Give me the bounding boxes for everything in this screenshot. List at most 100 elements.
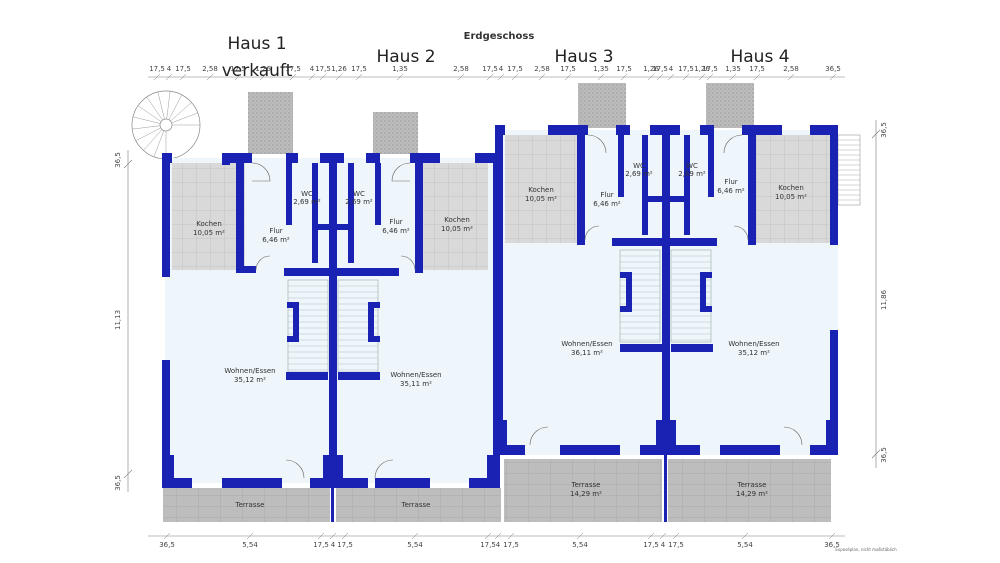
h4-wohnen-label: Wohnen/Essen xyxy=(728,340,779,348)
house-2-label: Haus 2 xyxy=(376,47,435,67)
kitchen-house-3 xyxy=(505,135,577,243)
h2-wohnen-area: 35,11 m² xyxy=(400,380,432,388)
dim-bottom-tick xyxy=(647,532,655,540)
dim-top-tick xyxy=(497,73,505,81)
dim-bottom-tick xyxy=(411,532,419,540)
h3-kochen-area: 10,05 m² xyxy=(525,195,557,203)
dim-top-label: 1,35 xyxy=(593,65,609,73)
dim-top-tick xyxy=(396,73,404,81)
dim-top-tick xyxy=(597,73,605,81)
shaft-house-4 xyxy=(706,83,754,128)
dim-left-bottom: 36,5 xyxy=(114,475,122,491)
dim-top-tick xyxy=(335,73,343,81)
kitchen-house-4 xyxy=(755,135,831,243)
spiral-step xyxy=(137,105,162,122)
h1-wohnen-area: 35,12 m² xyxy=(234,376,266,384)
h4-wc-label: WC xyxy=(686,162,698,170)
dim-top-label: 17,5 xyxy=(351,65,367,73)
spiral-step xyxy=(132,125,161,130)
dim-top-label: 17,5 xyxy=(175,65,191,73)
dim-bottom-label: 5,54 xyxy=(407,541,423,549)
h1-wc-area: 2,69 m² xyxy=(293,198,321,206)
dim-top-tick xyxy=(729,73,737,81)
shaft-house-2 xyxy=(373,112,418,154)
terrace-house-1 xyxy=(163,488,330,522)
dim-top-tick xyxy=(457,73,465,81)
h2-flur-area: 6,46 m² xyxy=(382,227,410,235)
kitchen-house-2 xyxy=(422,163,488,270)
dim-right-mid: 11,86 xyxy=(880,289,888,310)
dim-bottom-tick xyxy=(341,532,349,540)
dim-top-tick xyxy=(511,73,519,81)
house-4-label: Haus 4 xyxy=(730,47,789,67)
shaft-house-1 xyxy=(248,92,293,154)
h1-terrasse-label: Terrasse xyxy=(235,501,265,509)
spiral-step xyxy=(146,96,163,121)
plan-title: Erdgeschoss xyxy=(464,31,535,42)
dim-bottom-tick xyxy=(659,532,667,540)
h3-wc-label: WC xyxy=(633,162,645,170)
dim-top-tick xyxy=(787,73,795,81)
dim-top-label: 17,5 xyxy=(507,65,523,73)
dim-top-tick xyxy=(753,73,761,81)
dim-bottom-tick xyxy=(484,532,492,540)
dimension-left: 36,5 11,13 36,5 xyxy=(114,150,133,492)
h4-flur-label: Flur xyxy=(724,178,737,186)
dim-top-tick xyxy=(620,73,628,81)
dim-top-tick xyxy=(259,73,267,81)
h2-wc-label: WC xyxy=(353,190,365,198)
exterior-stair xyxy=(837,134,861,206)
dim-top-tick xyxy=(153,73,161,81)
spiral-stair xyxy=(131,90,201,160)
dim-top-label: 17,5 xyxy=(749,65,765,73)
dim-bottom-label: 17,5 xyxy=(503,541,519,549)
dim-bottom-label: 5,54 xyxy=(737,541,753,549)
dim-top-tick xyxy=(319,73,327,81)
house-3-label: Haus 3 xyxy=(554,47,613,67)
dim-top-label: 1,26 xyxy=(694,65,710,73)
spiral-step xyxy=(171,112,198,124)
dim-bottom-label: 17,5 xyxy=(643,541,659,549)
dim-top-tick xyxy=(564,73,572,81)
dim-bottom-label: 17,5 xyxy=(313,541,329,549)
dim-top-label: 17,5 xyxy=(560,65,576,73)
terrace-house-4 xyxy=(668,459,831,522)
dim-top-label: 17,5 xyxy=(652,65,668,73)
h1-flur-label: Flur xyxy=(269,227,282,235)
dim-top-label: 1,35 xyxy=(392,65,408,73)
spiral-step xyxy=(168,94,183,120)
dim-top-label: 4 xyxy=(167,65,172,73)
dim-bottom-tick xyxy=(246,532,254,540)
house-1-status: verkauft xyxy=(222,61,293,81)
h3-terrasse-area: 14,29 m² xyxy=(570,490,602,498)
dim-top-tick xyxy=(289,73,297,81)
h3-kochen-label: Kochen xyxy=(528,186,554,194)
house-1-label: Haus 1 xyxy=(227,34,286,54)
spiral-step xyxy=(143,129,163,151)
dim-bottom-label: 4 xyxy=(496,541,501,549)
dim-top-tick xyxy=(667,73,675,81)
dim-left-top: 36,5 xyxy=(114,152,122,168)
h3-terrasse-label: Terrasse xyxy=(571,481,601,489)
terrace-house-3 xyxy=(504,459,662,522)
dim-top-tick xyxy=(206,73,214,81)
dim-top-tick xyxy=(538,73,546,81)
dim-top-label: 17,5 xyxy=(616,65,632,73)
dim-bottom-tick xyxy=(828,532,836,540)
dim-top-label: 17,5 xyxy=(482,65,498,73)
dim-bottom-tick xyxy=(317,532,325,540)
dim-bottom-label: 17,5 xyxy=(668,541,684,549)
shaft-house-3 xyxy=(578,83,626,128)
h4-terrasse-area: 14,29 m² xyxy=(736,490,768,498)
dim-right-bottom: 36,5 xyxy=(880,447,888,463)
dim-left-mid: 11,13 xyxy=(114,310,122,330)
dim-top-label: 17,5 xyxy=(678,65,694,73)
dim-bottom-tick xyxy=(507,532,515,540)
dim-top-tick xyxy=(308,73,316,81)
dim-top-tick xyxy=(682,73,690,81)
dim-top-label: 17,5 xyxy=(315,65,331,73)
dim-top-label: 17,5 xyxy=(702,65,718,73)
